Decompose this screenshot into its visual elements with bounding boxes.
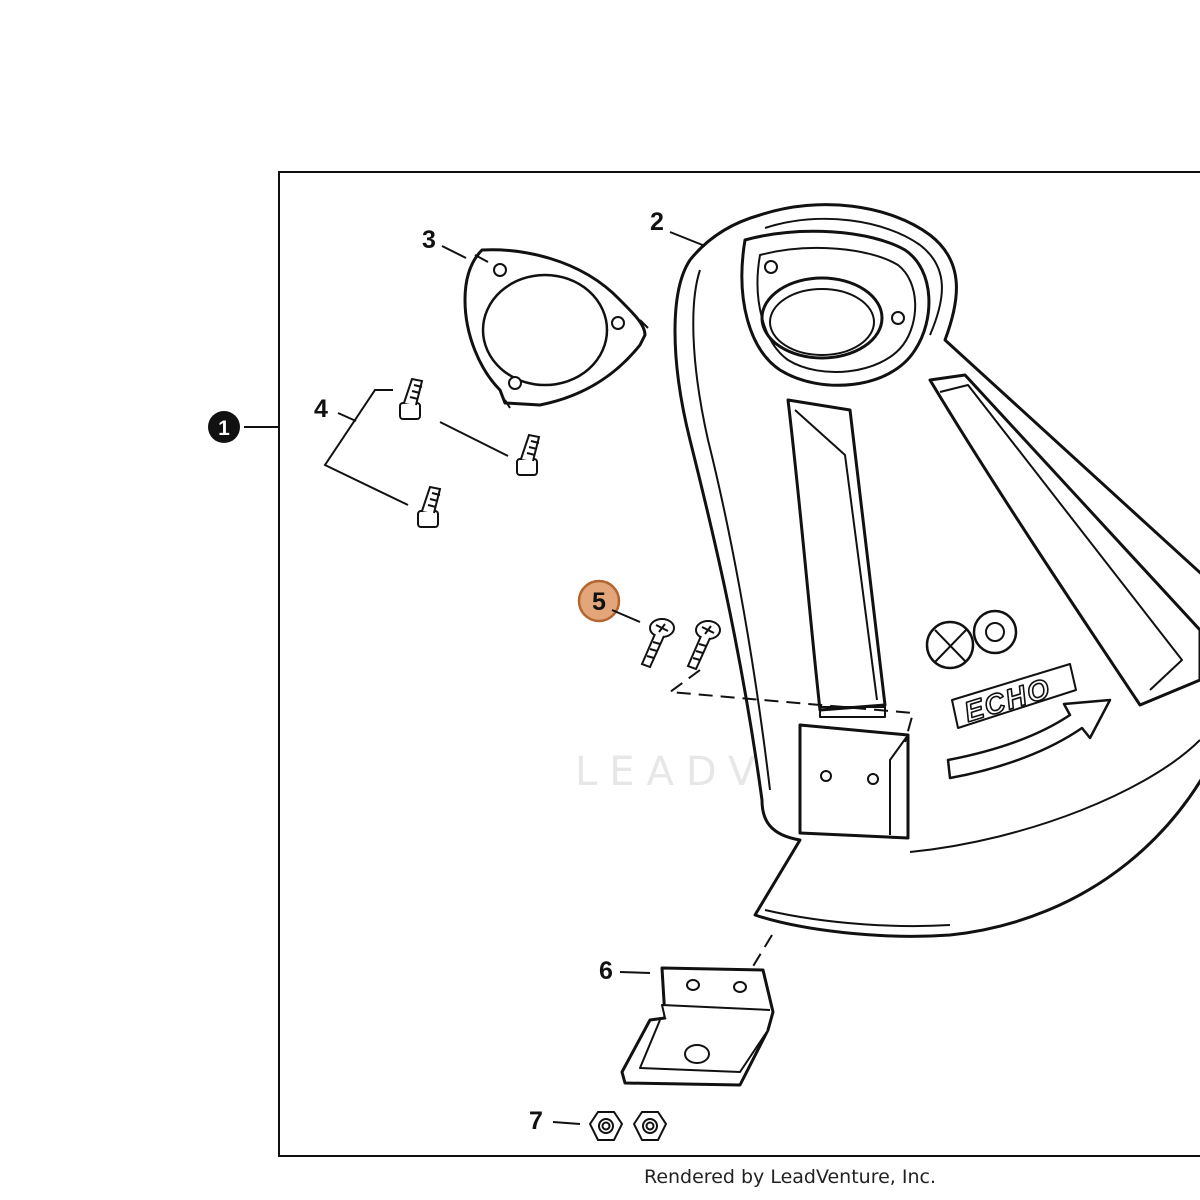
bolt-b[interactable] xyxy=(516,433,541,476)
callout-6-label: 6 xyxy=(599,957,613,985)
bracket-leader xyxy=(751,934,773,969)
bolt-leaders xyxy=(323,389,509,506)
assembly-frame xyxy=(278,171,1200,1157)
nut-b[interactable] xyxy=(632,1111,668,1141)
screw-b[interactable] xyxy=(686,620,721,671)
callout-5[interactable]: 5 xyxy=(577,579,641,623)
callout-4-label: 4 xyxy=(314,395,328,423)
callout-3[interactable]: 3 xyxy=(422,226,467,259)
screw-a[interactable] xyxy=(640,618,675,669)
screw-leader xyxy=(667,669,915,743)
bolts-part[interactable] xyxy=(399,377,541,528)
callout-5-highlight xyxy=(577,579,621,623)
callout-1[interactable]: 1 xyxy=(208,411,279,443)
bolt-c[interactable] xyxy=(417,485,442,528)
callout-3-label: 3 xyxy=(422,226,436,254)
callout-5-label: 5 xyxy=(592,588,606,616)
bolt-a[interactable] xyxy=(399,377,424,420)
callout-7[interactable]: 7 xyxy=(529,1107,581,1135)
callout-1-label: 1 xyxy=(218,417,230,440)
callout-2-label: 2 xyxy=(650,208,664,236)
shield-part[interactable]: ECHO xyxy=(673,203,1200,938)
render-credit: Rendered by LeadVenture, Inc. xyxy=(0,1166,1200,1188)
nut-a[interactable] xyxy=(588,1111,624,1141)
render-credit-text: Rendered by LeadVenture, Inc. xyxy=(643,1166,937,1188)
callout-2[interactable]: 2 xyxy=(650,208,706,247)
callout-7-label: 7 xyxy=(529,1107,543,1135)
bracket-part[interactable] xyxy=(620,966,775,1087)
callout-6[interactable]: 6 xyxy=(599,957,651,985)
screws-part[interactable] xyxy=(640,618,721,671)
plate-part[interactable] xyxy=(463,248,649,409)
callout-4[interactable]: 4 xyxy=(314,395,328,423)
nuts-part[interactable] xyxy=(588,1111,668,1141)
